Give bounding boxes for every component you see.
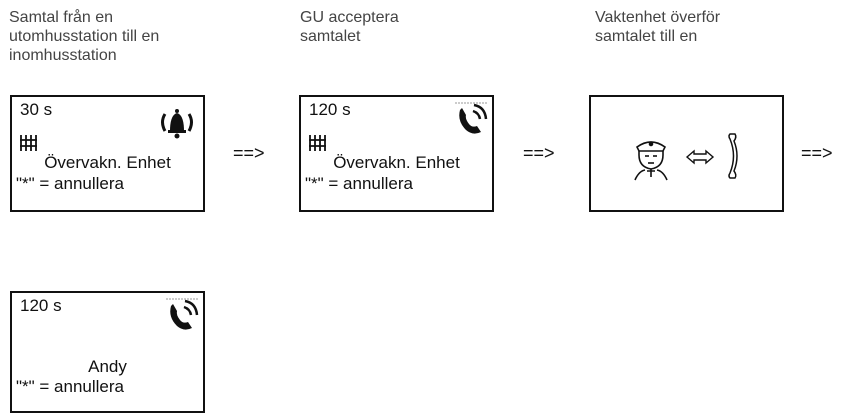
- cancel-hint: "*" = annullera: [16, 174, 125, 193]
- phone-call-icon: [166, 298, 199, 330]
- cancel-hint: "*" = annullera: [16, 377, 125, 396]
- step-3-caption: Vaktenhet överför samtalet till en: [595, 9, 721, 45]
- step-1-caption: Samtal från en utomhusstation till en in…: [9, 9, 160, 64]
- handset-icon: [728, 133, 738, 179]
- step-4-display: 120 s Andy "*" = annullera: [10, 291, 205, 413]
- unit-message: Övervakn. Enhet: [333, 153, 460, 172]
- caller-name: Andy: [88, 357, 127, 376]
- unit-message: Övervakn. Enhet: [44, 153, 171, 172]
- step-1-display: 30 s Övervakn. Enhet "*" = annullera: [10, 95, 205, 212]
- step-3-display: [589, 95, 784, 212]
- flow-arrow: ==>: [801, 143, 833, 163]
- step-2-caption: GU acceptera samtalet: [300, 9, 399, 45]
- timer-label: 120 s: [309, 100, 351, 119]
- step-2-display: 120 s Övervakn. Enhet "*" = annullera: [299, 95, 494, 212]
- gate-icon: [20, 135, 37, 151]
- phone-call-icon: [455, 102, 488, 134]
- flow-arrow: ==>: [233, 143, 265, 163]
- timer-label: 30 s: [20, 100, 53, 119]
- timer-label: 120 s: [20, 296, 62, 315]
- flow-arrow: ==>: [523, 143, 555, 163]
- ringing-bell-icon: [161, 109, 193, 139]
- cancel-hint: "*" = annullera: [305, 174, 414, 193]
- transfer-arrow-icon: [685, 149, 715, 165]
- gate-icon: [309, 135, 326, 151]
- guard-icon: [634, 141, 668, 181]
